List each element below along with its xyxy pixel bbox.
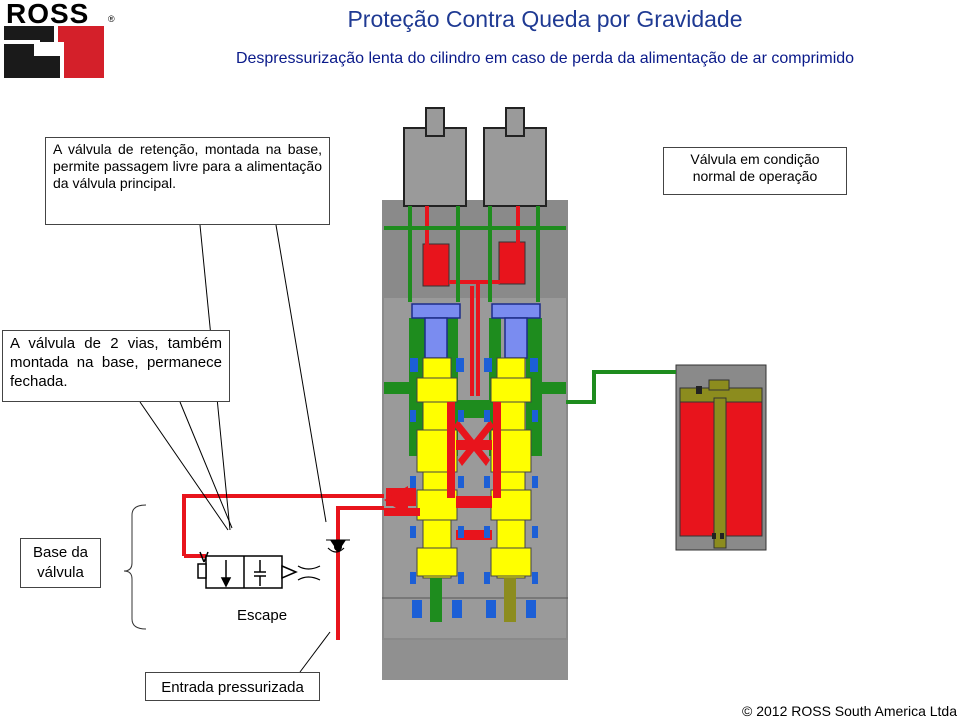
- spool-seals: [410, 358, 538, 584]
- valve-base-label: Base da válvula: [20, 538, 101, 588]
- two-way-valve-callout: A válvula de 2 vias, também montada na b…: [2, 330, 230, 402]
- ross-logo: [0, 0, 120, 80]
- cylinder-exhaust-line: [566, 370, 676, 404]
- cylinder: [675, 364, 767, 551]
- external-pressure-lines: [182, 494, 384, 640]
- pilot-chambers: [422, 206, 526, 396]
- leader-lines: [139, 224, 331, 673]
- lower-stems: [412, 578, 536, 622]
- pressurized-inlet-label: Entrada pressurizada: [145, 672, 320, 701]
- silencer-icon: [297, 547, 345, 581]
- check-valve-symbol-icon: [326, 539, 350, 552]
- registered-mark: ®: [108, 14, 115, 24]
- logo-text: ROSS: [6, 0, 90, 29]
- exhaust-label: Escape: [237, 607, 288, 624]
- check-valve-callout: A válvula de retenção, montada na base, …: [45, 137, 330, 225]
- page-subtitle: Despressurização lenta do cilindro em ca…: [235, 50, 855, 67]
- two-way-valve-symbol-icon: [197, 551, 298, 589]
- normal-condition-callout: Válvula em condição normal de operação: [663, 147, 847, 195]
- copyright-footer: © 2012 ROSS South America Ltda: [742, 703, 957, 719]
- pressure-passages: [384, 402, 501, 540]
- ross-logo-icon: [4, 26, 104, 78]
- valve-base-brace: [123, 504, 147, 630]
- page-title: Proteção Contra Queda por Gravidade: [347, 6, 743, 32]
